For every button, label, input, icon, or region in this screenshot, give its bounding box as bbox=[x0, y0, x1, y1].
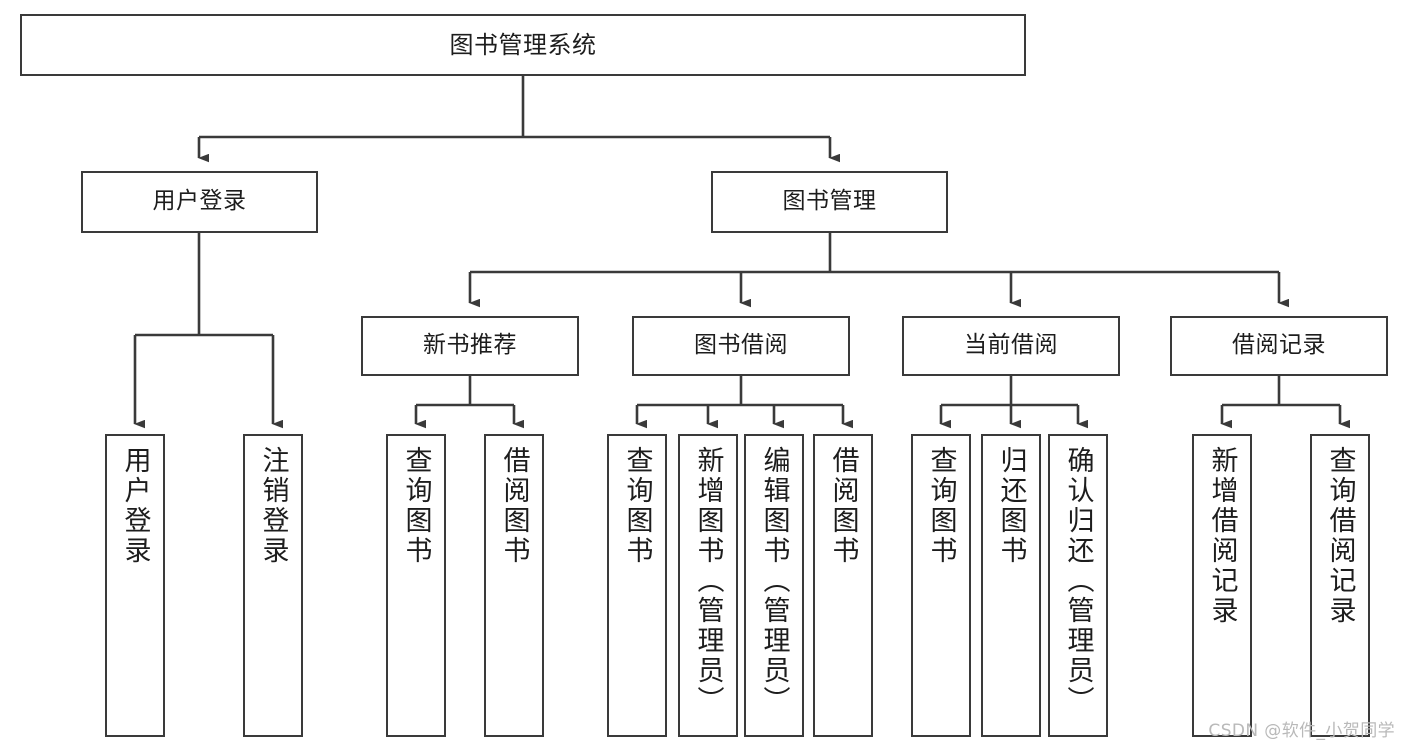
node-label: 查询图书 bbox=[621, 446, 653, 566]
node-current-borrow[interactable]: 当前借阅 bbox=[902, 316, 1120, 376]
node-label: 注销登录 bbox=[257, 446, 289, 566]
node-label: 归还图书 bbox=[995, 446, 1027, 566]
node-root-book-management-system[interactable]: 图书管理系统 bbox=[20, 14, 1026, 76]
node-label: 当前借阅 bbox=[964, 332, 1058, 359]
leaf-book-borrow-edit-book-admin[interactable]: 编辑图书（管理员） bbox=[744, 434, 804, 737]
leaf-book-borrow-add-book-admin[interactable]: 新增图书（管理员） bbox=[678, 434, 738, 737]
node-book-management[interactable]: 图书管理 bbox=[711, 171, 948, 233]
leaf-current-borrow-return-book[interactable]: 归还图书 bbox=[981, 434, 1041, 737]
node-user-login[interactable]: 用户登录 bbox=[81, 171, 318, 233]
leaf-current-borrow-confirm-return-admin[interactable]: 确认归还（管理员） bbox=[1048, 434, 1108, 737]
node-label: 图书管理 bbox=[782, 188, 877, 215]
node-label: 确认归还（管理员） bbox=[1062, 446, 1094, 716]
node-label: 编辑图书（管理员） bbox=[758, 446, 790, 716]
node-label: 新书推荐 bbox=[423, 332, 517, 359]
leaf-borrow-record-add-record[interactable]: 新增借阅记录 bbox=[1192, 434, 1252, 737]
leaf-book-borrow-borrow-book[interactable]: 借阅图书 bbox=[813, 434, 873, 737]
node-label: 借阅图书 bbox=[827, 446, 859, 566]
node-label: 新增借阅记录 bbox=[1206, 446, 1238, 626]
leaf-book-borrow-query-book[interactable]: 查询图书 bbox=[607, 434, 667, 737]
node-label: 图书管理系统 bbox=[449, 30, 597, 59]
csdn-watermark: CSDN @软件_小贺同学 bbox=[1208, 721, 1395, 741]
leaf-current-borrow-query-book[interactable]: 查询图书 bbox=[911, 434, 971, 737]
leaf-borrow-record-query-record[interactable]: 查询借阅记录 bbox=[1310, 434, 1370, 737]
node-label: 查询图书 bbox=[400, 446, 432, 566]
node-borrow-record[interactable]: 借阅记录 bbox=[1170, 316, 1388, 376]
node-label: 用户登录 bbox=[152, 188, 247, 215]
node-new-book-recommend[interactable]: 新书推荐 bbox=[361, 316, 579, 376]
node-label: 用户登录 bbox=[119, 446, 151, 566]
leaf-user-login-logout[interactable]: 注销登录 bbox=[243, 434, 303, 737]
leaf-user-login-login[interactable]: 用户登录 bbox=[105, 434, 165, 737]
leaf-new-book-query-book[interactable]: 查询图书 bbox=[386, 434, 446, 737]
leaf-new-book-borrow-book[interactable]: 借阅图书 bbox=[484, 434, 544, 737]
node-label: 借阅图书 bbox=[498, 446, 530, 566]
node-label: 新增图书（管理员） bbox=[692, 446, 724, 716]
node-book-borrow[interactable]: 图书借阅 bbox=[632, 316, 850, 376]
node-label: 查询借阅记录 bbox=[1324, 446, 1356, 626]
node-label: 借阅记录 bbox=[1232, 332, 1326, 359]
node-label: 查询图书 bbox=[925, 446, 957, 566]
node-label: 图书借阅 bbox=[694, 332, 788, 359]
